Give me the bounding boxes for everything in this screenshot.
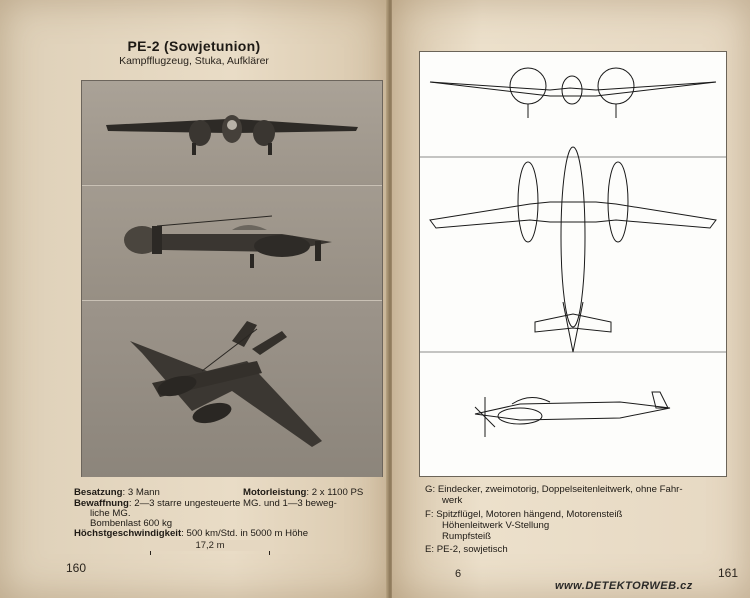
spec-crew: Besatzung: 3 Mann xyxy=(74,487,160,498)
drawing-front-view xyxy=(429,67,717,118)
key-f-line-1: F: Spitzflügel, Motoren hängend, Motoren… xyxy=(425,509,623,520)
photo-side-view xyxy=(82,185,382,300)
three-view-drawing xyxy=(419,51,727,477)
page-subtitle: Kampfflugzeug, Stuka, Aufklärer xyxy=(119,55,269,67)
spec-engine: Motorleistung: 2 x 1100 PS xyxy=(243,487,364,498)
page-title: PE-2 (Sowjetunion) xyxy=(127,38,261,54)
aircraft-photo-panel xyxy=(81,80,383,477)
photo-front-view xyxy=(82,81,382,184)
photo-oblique-view xyxy=(82,300,382,477)
key-e-line: E: PE-2, sowjetisch xyxy=(425,544,508,555)
spec-speed: Höchstgeschwindigkeit: 500 km/Std. in 50… xyxy=(74,528,309,539)
left-page: PE-2 (Sowjetunion) Kampfflugzeug, Stuka,… xyxy=(0,0,388,598)
drawing-side-view xyxy=(474,391,671,437)
page-number-left: 160 xyxy=(66,561,87,575)
drawing-top-view xyxy=(420,146,726,353)
spec-armament: Bewaffnung: 2—3 starre ungesteuerte MG. … xyxy=(74,498,337,509)
book-gutter xyxy=(386,0,394,598)
page-marker: 6 xyxy=(455,568,462,580)
key-f-line-3: Rumpfsteiß xyxy=(442,531,492,542)
spec-armament-cont: liche MG. xyxy=(90,508,131,519)
aircraft-three-view-lineart xyxy=(420,67,726,437)
key-g-line-2: werk xyxy=(442,495,463,506)
site-watermark: www.DETEKTORWEB.cz xyxy=(555,580,693,592)
page-number-right: 161 xyxy=(718,566,739,580)
aircraft-oblique-silhouette xyxy=(130,321,322,447)
aircraft-front-silhouette xyxy=(106,115,358,155)
key-g-line-1: G: Eindecker, zweimotorig, Doppelseitenl… xyxy=(425,484,683,495)
wingspan-label: 17,2 m xyxy=(150,540,270,551)
spec-bombload: Bombenlast 600 kg xyxy=(90,518,173,529)
aircraft-side-silhouette xyxy=(124,215,332,268)
key-f-line-2: Höhenleitwerk V-Stellung xyxy=(442,520,550,531)
